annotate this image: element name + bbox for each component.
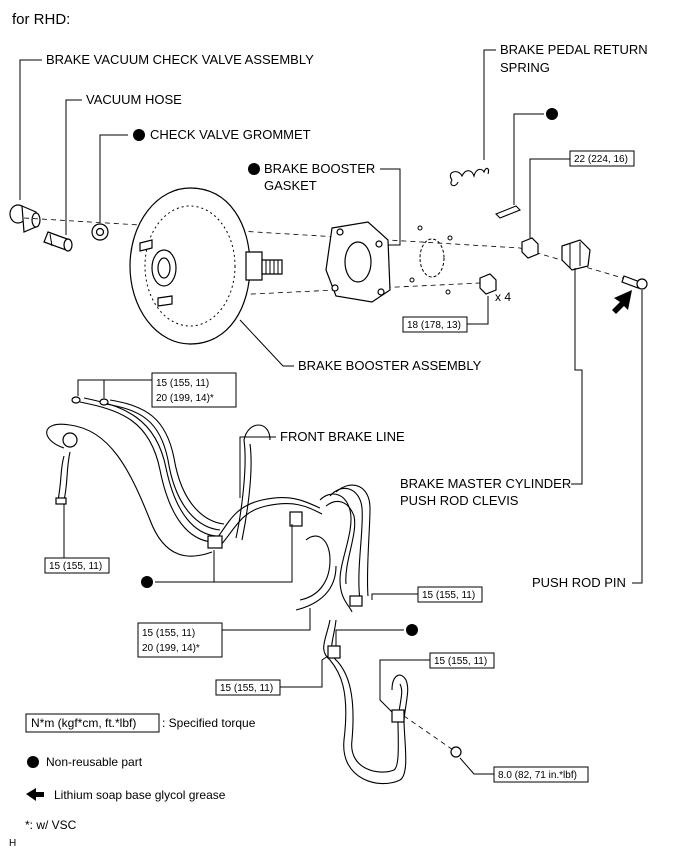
cotter-pin-leader <box>513 108 558 205</box>
torque-line-top: 15 (155, 11) 20 (199, 14)* <box>77 372 237 408</box>
label-vacuum-hose: VACUUM HOSE <box>65 92 182 235</box>
footer-mark: H <box>9 838 16 849</box>
svg-text:PUSH ROD CLEVIS: PUSH ROD CLEVIS <box>400 493 519 508</box>
non-reusable-icon <box>27 756 39 768</box>
label-front-brake-line: FRONT BRAKE LINE <box>239 429 405 498</box>
svg-text:18 (178, 13): 18 (178, 13) <box>407 320 461 331</box>
label-booster-gasket: BRAKE BOOSTER GASKET <box>248 161 401 246</box>
non-reusable-center-dot <box>335 624 418 646</box>
non-reusable-dot <box>133 129 145 141</box>
non-reusable-dot <box>248 163 260 175</box>
svg-text:SPRING: SPRING <box>500 60 550 75</box>
check-valve-part <box>9 204 41 233</box>
clevis-nut-part <box>521 237 539 259</box>
header-text: for RHD: <box>12 11 70 28</box>
svg-text:15 (155, 11): 15 (155, 11) <box>220 683 273 694</box>
svg-text:FRONT BRAKE LINE: FRONT BRAKE LINE <box>280 429 405 444</box>
svg-text:BRAKE MASTER CYLINDER: BRAKE MASTER CYLINDER <box>400 476 571 491</box>
svg-text:BRAKE BOOSTER ASSEMBLY: BRAKE BOOSTER ASSEMBLY <box>298 358 482 373</box>
torque-line-left: 15 (155, 11) <box>44 504 110 574</box>
qty-x4-label: x 4 <box>495 290 511 304</box>
push-rod-clevis-part <box>561 239 591 271</box>
svg-text:15 (155, 11): 15 (155, 11) <box>434 656 487 667</box>
grommet-part <box>91 223 109 241</box>
bolt-alignment <box>403 715 457 753</box>
torque-clevis-nut: 22 (224, 16) <box>529 150 635 238</box>
svg-text:15 (155, 11): 15 (155, 11) <box>49 561 102 572</box>
label-return-spring: BRAKE PEDAL RETURN SPRING <box>483 42 648 160</box>
svg-text:BRAKE VACUUM CHECK VALVE ASSEM: BRAKE VACUUM CHECK VALVE ASSEMBLY <box>46 52 314 67</box>
vacuum-hose-part <box>43 231 73 252</box>
svg-text:BRAKE PEDAL RETURN: BRAKE PEDAL RETURN <box>500 42 648 57</box>
torque-line-bottom: 15 (155, 11) <box>215 655 329 696</box>
svg-text:: Specified torque: : Specified torque <box>162 716 256 730</box>
svg-text:BRAKE BOOSTER: BRAKE BOOSTER <box>264 161 375 176</box>
label-check-valve-grommet: CHECK VALVE GROMMET <box>99 127 311 222</box>
label-push-rod-pin: PUSH ROD PIN <box>532 290 643 590</box>
alignment-line-lower <box>169 282 481 299</box>
svg-text:20 (199, 14)*: 20 (199, 14)* <box>142 643 200 654</box>
booster-gasket-part <box>325 221 391 303</box>
mount-ghost <box>409 225 453 295</box>
torque-line-center: 15 (155, 11) 20 (199, 14)* <box>137 608 311 658</box>
cotter-pin-part <box>495 205 521 219</box>
grease-arrow-icon <box>612 290 632 314</box>
brake-booster-part <box>129 187 283 345</box>
svg-text:8.0 (82, 71 in.*lbf): 8.0 (82, 71 in.*lbf) <box>498 770 577 781</box>
booster-nut-part: x 4 <box>479 273 511 304</box>
push-rod-pin-part <box>621 275 648 290</box>
svg-text:N*m (kgf*cm, ft.*lbf): N*m (kgf*cm, ft.*lbf) <box>31 716 136 730</box>
legend-vsc-note: *: w/ VSC <box>25 818 77 832</box>
svg-text:Lithium soap base glycol greas: Lithium soap base glycol grease <box>54 788 226 802</box>
brake-line-fittings <box>55 396 462 758</box>
svg-text:15 (155, 11): 15 (155, 11) <box>142 628 195 639</box>
torque-booster-nut: 18 (178, 13) <box>402 296 489 333</box>
label-booster-assembly: BRAKE BOOSTER ASSEMBLY <box>239 319 482 373</box>
svg-text:PUSH ROD PIN: PUSH ROD PIN <box>532 575 626 590</box>
non-reusable-dot <box>546 108 558 120</box>
label-check-valve-assembly: BRAKE VACUUM CHECK VALVE ASSEMBLY <box>19 52 314 200</box>
legend-torque: N*m (kgf*cm, ft.*lbf) : Specified torque <box>25 713 256 733</box>
label-clevis: BRAKE MASTER CYLINDER PUSH ROD CLEVIS <box>400 268 583 508</box>
svg-text:22 (224, 16): 22 (224, 16) <box>574 154 628 165</box>
torque-bolt: 8.0 (82, 71 in.*lbf) <box>459 757 589 783</box>
svg-text:Non-reusable part: Non-reusable part <box>46 755 143 769</box>
legend-grease: Lithium soap base glycol grease <box>26 788 226 802</box>
svg-text:15 (155, 11): 15 (155, 11) <box>156 378 209 389</box>
svg-text:VACUUM HOSE: VACUUM HOSE <box>86 92 182 107</box>
svg-text:15 (155, 11): 15 (155, 11) <box>422 590 475 601</box>
grease-icon <box>26 788 44 801</box>
svg-text:GASKET: GASKET <box>264 178 317 193</box>
svg-text:20 (199, 14)*: 20 (199, 14)* <box>156 393 214 404</box>
torque-line-mid-right: 15 (155, 11) <box>371 586 483 603</box>
torque-line-lower-right: 15 (155, 11) <box>379 652 495 713</box>
svg-text:CHECK VALVE GROMMET: CHECK VALVE GROMMET <box>150 127 311 142</box>
non-reusable-line-dot <box>141 524 293 588</box>
return-spring-part <box>449 167 490 187</box>
legend-non-reusable: Non-reusable part <box>27 755 143 769</box>
